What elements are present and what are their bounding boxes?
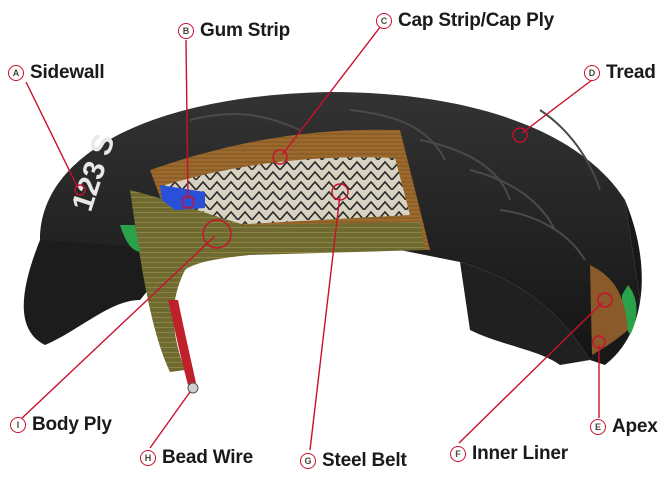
label-text-steel-belt: Steel Belt [322, 450, 407, 471]
label-text-bead-wire: Bead Wire [162, 447, 253, 468]
label-text-sidewall: Sidewall [30, 62, 105, 83]
badge-i: I [10, 417, 26, 433]
bead-wire [168, 300, 196, 385]
label-inner-liner: F Inner Liner [450, 443, 568, 465]
steel-belt-layer [165, 157, 410, 228]
label-text-cap-strip: Cap Strip/Cap Ply [398, 10, 555, 31]
label-sidewall: A Sidewall [8, 62, 105, 84]
badge-e: E [590, 419, 606, 435]
callout-lines [19, 21, 613, 451]
inner-liner-layer [590, 265, 628, 355]
badge-g: G [300, 453, 316, 469]
label-tread: D Tread [584, 62, 656, 84]
label-body-ply: I Body Ply [10, 414, 112, 436]
label-apex: E Apex [590, 416, 658, 438]
label-text-body-ply: Body Ply [32, 414, 112, 435]
badge-a: A [8, 65, 24, 81]
label-text-tread: Tread [606, 62, 656, 83]
label-gum-strip: B Gum Strip [178, 20, 290, 42]
badge-f: F [450, 446, 466, 462]
badge-h: H [140, 450, 156, 466]
badge-b: B [178, 23, 194, 39]
label-text-gum-strip: Gum Strip [200, 20, 291, 41]
label-text-apex: Apex [612, 416, 658, 437]
label-bead-wire: H Bead Wire [140, 447, 253, 469]
apex-layer-left [120, 225, 140, 252]
label-steel-belt: G Steel Belt [300, 450, 407, 472]
badge-c: C [376, 13, 392, 29]
badge-d: D [584, 65, 600, 81]
bead-wire-end [187, 382, 199, 394]
label-cap-strip: C Cap Strip/Cap Ply [376, 10, 554, 32]
label-text-inner-liner: Inner Liner [472, 443, 568, 464]
